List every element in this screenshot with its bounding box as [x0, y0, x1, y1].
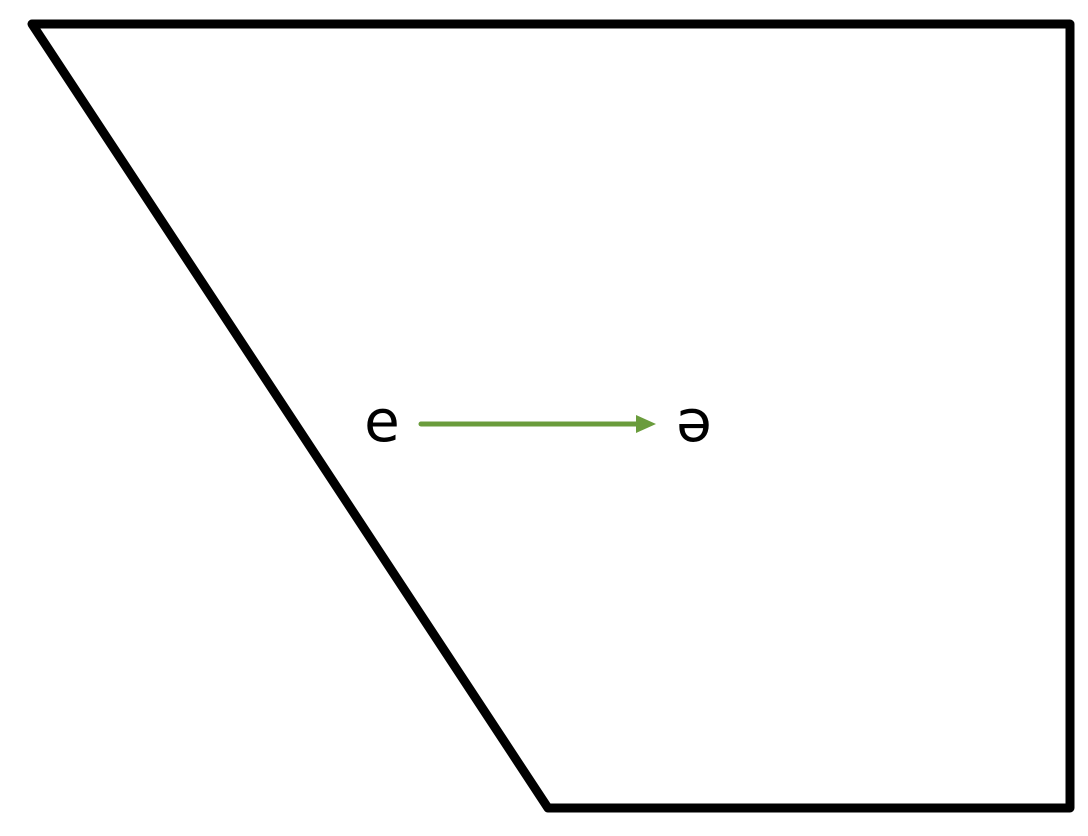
end-vowel-label: ə — [676, 387, 712, 455]
arrowhead-icon — [636, 415, 656, 433]
start-vowel-label: e — [364, 387, 400, 455]
vowel-trapezoid-outline — [27, 19, 1075, 813]
